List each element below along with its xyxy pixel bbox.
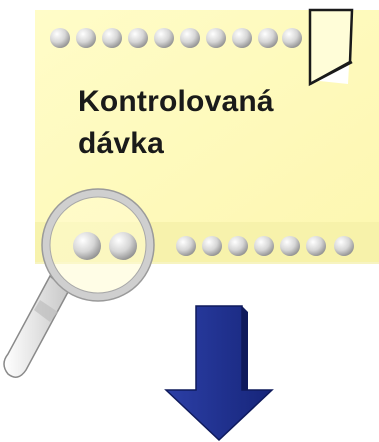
arrow-down-icon [164,305,274,442]
title-line-2: dávka [78,127,165,160]
bottom-hole-row [176,236,354,256]
title-line-1: Kontrolovaná [78,85,274,118]
magnifier-icon [3,188,155,378]
page-title: Kontrolovaná dávka [78,81,274,165]
magnified-hole [73,232,101,260]
magnified-hole [109,232,137,260]
top-hole-row [50,28,302,48]
